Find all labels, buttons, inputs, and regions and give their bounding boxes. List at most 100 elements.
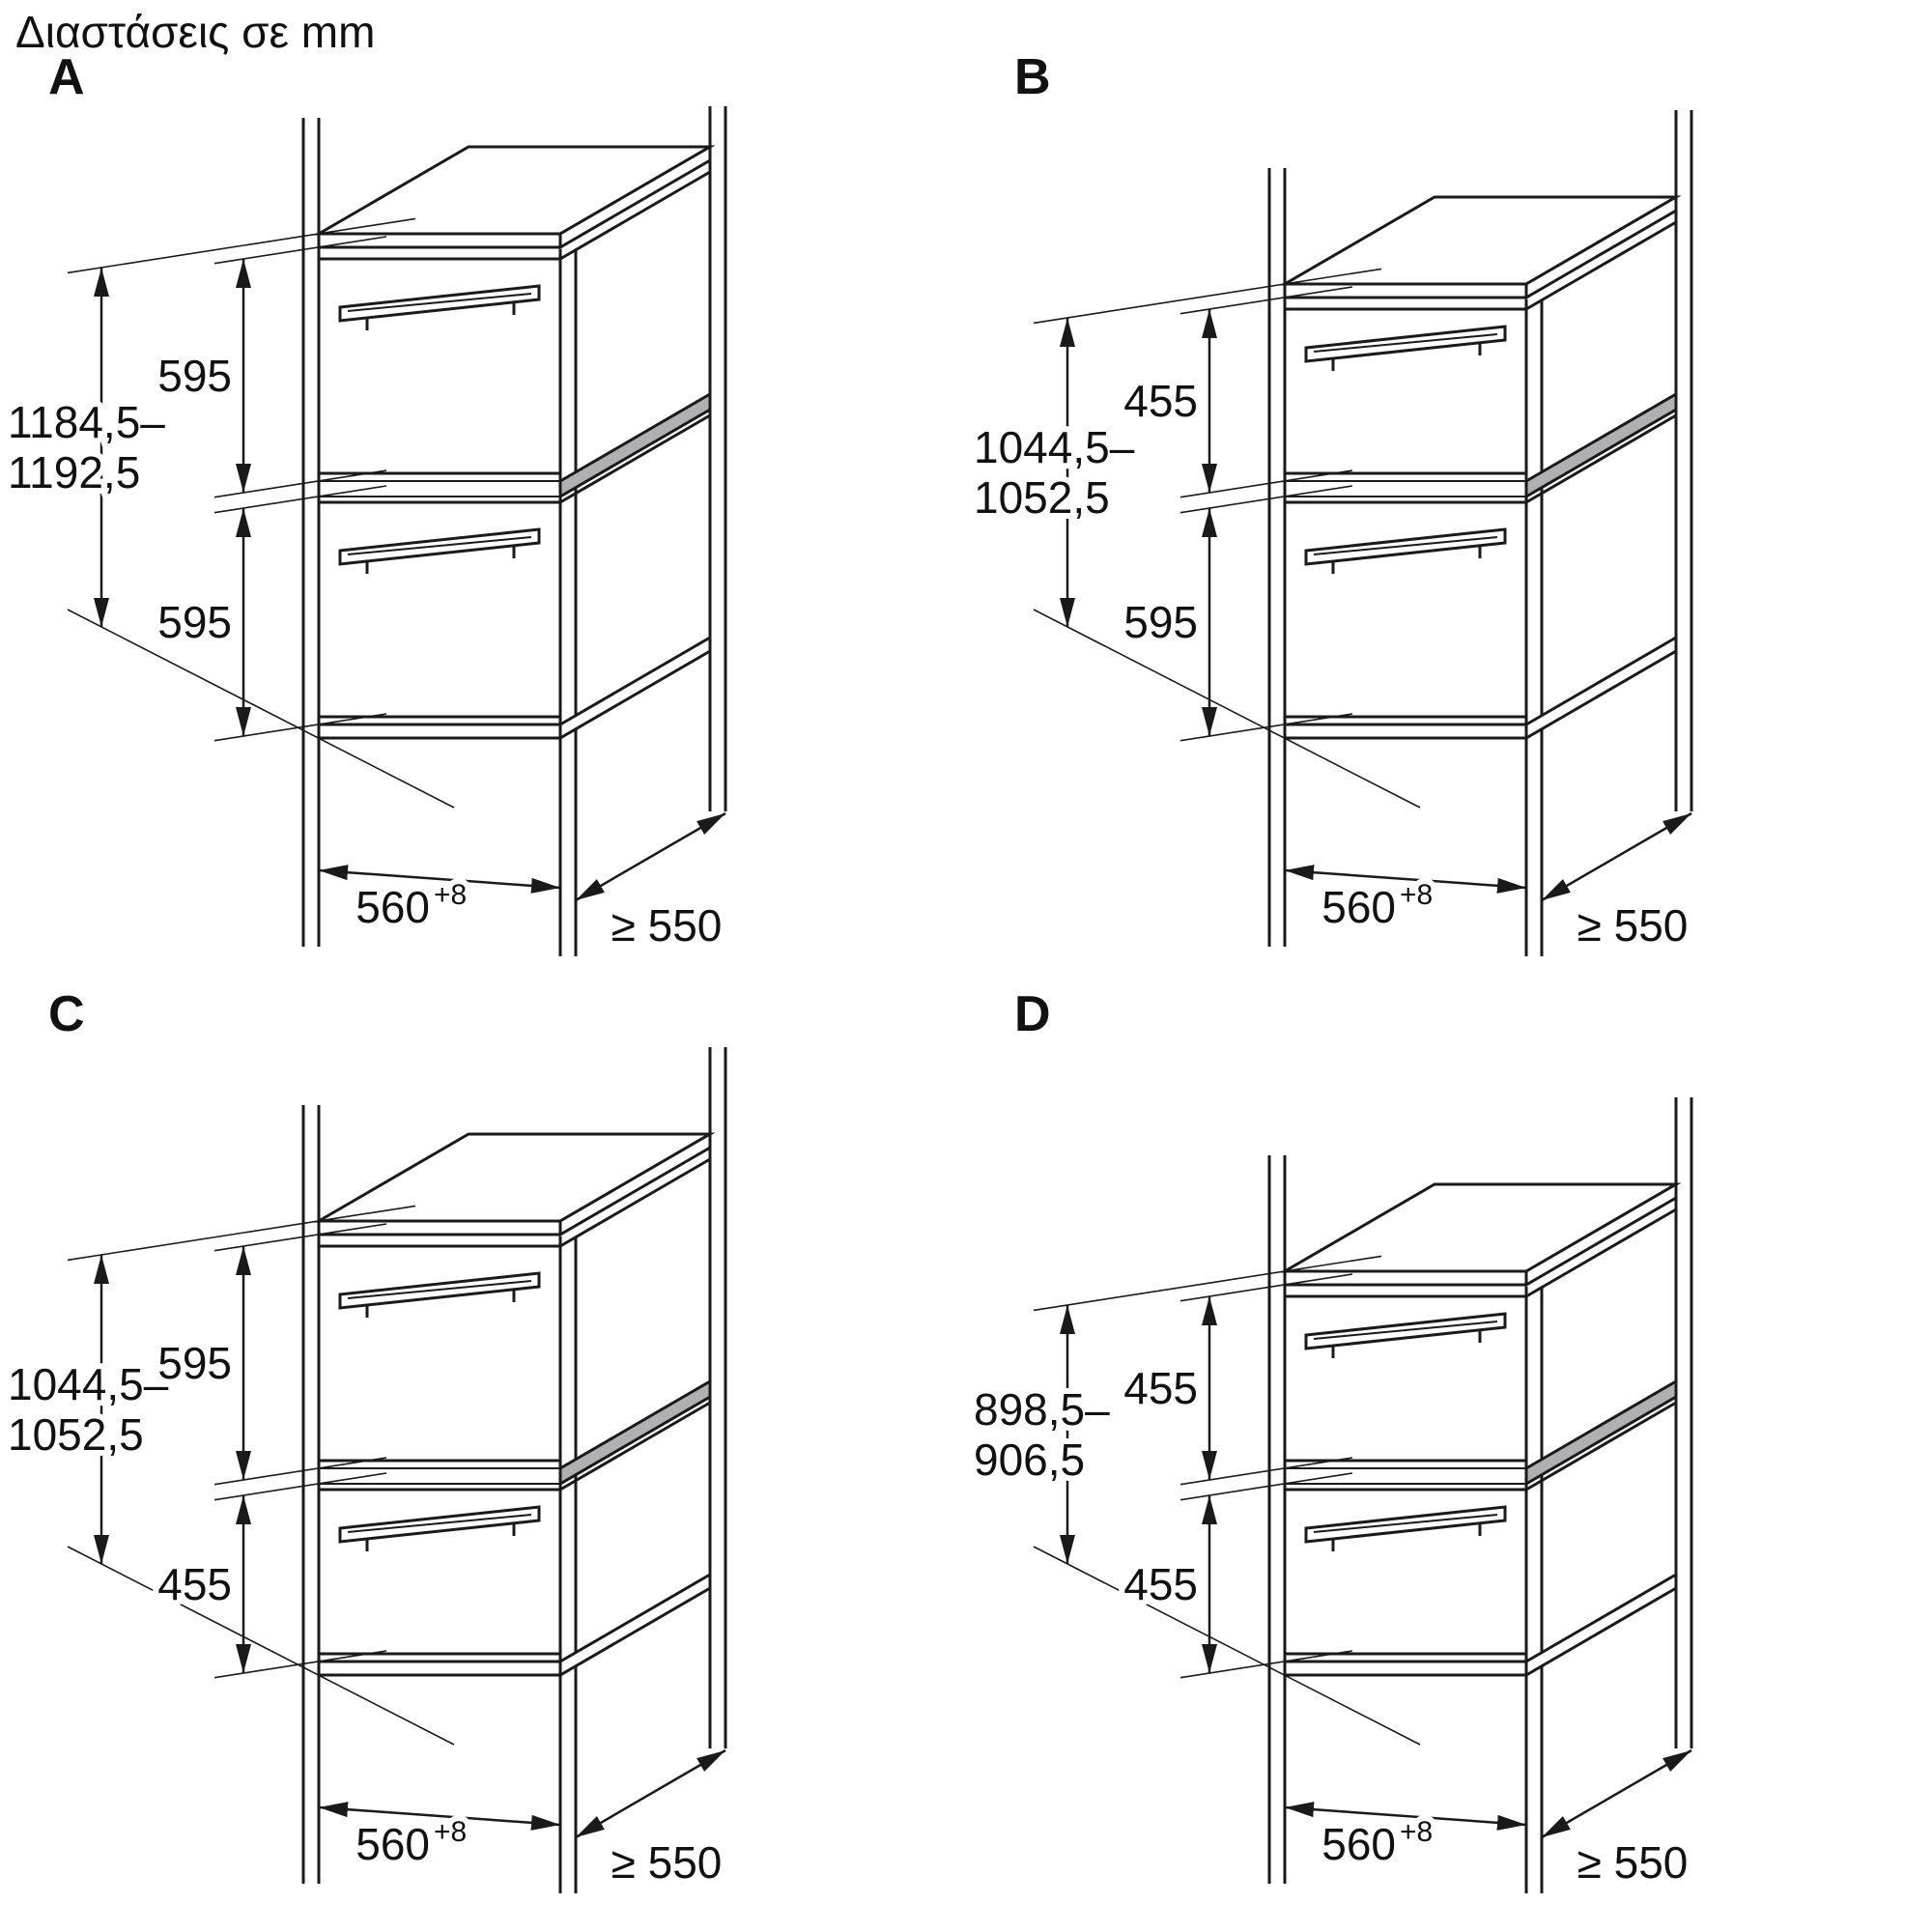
cabinet-drawing (1267, 110, 1693, 956)
panel-a-letter: A (48, 49, 85, 105)
lower-ext-bottom (1179, 1650, 1353, 1679)
dimension-labels: 1044,5–1052,5 595 455 560+8 ≥ 550 (2, 1332, 727, 1893)
min-depth-label: ≥ 550 (1577, 900, 1689, 951)
total-ext-top (1033, 268, 1382, 325)
bottom-panel-side (558, 635, 712, 741)
upper-height-label: 595 (157, 1338, 232, 1388)
lower-height-label: 595 (157, 597, 232, 647)
cabinet-drawing (1267, 1097, 1693, 1893)
bottom-panel-side (558, 1572, 712, 1678)
niche-width-dimension (1284, 1802, 1527, 1831)
total-ext-top (1033, 1255, 1382, 1312)
top-panel-side (1524, 194, 1678, 300)
niche-width-dimension (318, 1802, 561, 1831)
total-ext-bottom (67, 1546, 455, 1746)
upper-oven-handle-inner-line (347, 293, 532, 312)
bottom-panel-side (1524, 635, 1678, 741)
min-depth-label: ≥ 550 (611, 900, 723, 951)
niche-width-tolerance-label: +8 (1400, 1816, 1433, 1848)
bottom-panel-front (317, 1660, 562, 1677)
dimension-labels: 1184,5–1192,5 595 595 560+8 ≥ 550 (2, 345, 727, 956)
niche-width-tolerance-label: +8 (434, 1816, 467, 1848)
cabinet-drawing (301, 1047, 727, 1893)
total-height-label-line1: 898,5– (974, 1384, 1110, 1435)
top-panel-front (317, 1219, 562, 1236)
lower-oven-handle-inner-line (1313, 536, 1498, 555)
installation-diagram-c: 1044,5–1052,5 595 455 560+8 ≥ 550 (2, 1047, 727, 1893)
top-panel-side (1524, 1181, 1678, 1288)
divider-shelf (1524, 391, 1678, 499)
total-ext-bottom (67, 609, 455, 809)
installation-diagram-d: 898,5–906,5 455 455 560+8 ≥ 550 (968, 1097, 1693, 1893)
total-height-label-line2: 1052,5 (974, 472, 1110, 523)
upper-ext-bottom (1179, 469, 1353, 498)
upper-oven-handle-inner-line (1313, 1321, 1498, 1340)
niche-width-dimension (1284, 865, 1527, 894)
lower-ext-bottom (213, 1650, 387, 1679)
divider-shelf (558, 1378, 712, 1487)
min-depth-dimension (1541, 1748, 1692, 1839)
total-height-label-line2: 1192,5 (8, 447, 140, 497)
niche-width-label: 560 (1321, 882, 1396, 932)
installation-diagram-a: 1184,5–1192,5 595 595 560+8 ≥ 550 (2, 106, 727, 956)
total-ext-top (67, 217, 416, 274)
upper-height-label: 595 (157, 351, 232, 401)
lower-oven-side-top-edge (1525, 413, 1677, 504)
lower-height-label: 455 (157, 1559, 232, 1609)
lower-ext-bottom (213, 713, 387, 742)
upper-oven-side-top-edge (559, 170, 711, 261)
lower-oven-side-top-edge (559, 1401, 711, 1492)
upper-oven-side-top-edge (1525, 1208, 1677, 1298)
upper-oven-side-top-edge (1525, 220, 1677, 311)
top-panel-side (558, 144, 712, 250)
dimension-lines (1060, 1296, 1692, 1839)
total-height-label-line1: 1044,5– (8, 1359, 169, 1409)
dimension-labels: 898,5–906,5 455 455 560+8 ≥ 550 (968, 1357, 1693, 1893)
min-depth-label: ≥ 550 (1577, 1837, 1689, 1888)
min-depth-dimension (575, 811, 726, 902)
extension-lines (1033, 268, 1421, 809)
divider-shelf (558, 391, 712, 499)
lower-oven-side-top-edge (1525, 1401, 1677, 1492)
bottom-panel-front (317, 723, 562, 740)
panel-b-letter: B (1014, 49, 1051, 105)
total-height-label-line1: 1184,5– (8, 397, 165, 447)
total-height-label-line2: 906,5 (974, 1435, 1085, 1485)
lower-height-label: 595 (1123, 597, 1198, 647)
total-height-label-line1: 1044,5– (974, 422, 1135, 472)
divider-shelf (1524, 1378, 1678, 1487)
total-ext-bottom (1033, 1546, 1421, 1746)
lower-ext-bottom (1179, 713, 1353, 742)
cabinet-drawing (301, 106, 727, 956)
upper-oven-side-top-edge (559, 1157, 711, 1248)
dimension-lines (94, 259, 726, 902)
upper-height-label: 455 (1123, 1363, 1198, 1413)
lower-oven-handle-inner-line (1313, 1514, 1498, 1533)
niche-width-label: 560 (355, 1819, 430, 1869)
panel-c: C 1044,5–1052,5 595 455 560+8 ≥ 550 (0, 985, 966, 1913)
niche-width-label: 560 (1321, 1819, 1396, 1869)
panel-d-letter: D (1014, 986, 1051, 1042)
bottom-panel-front (1283, 1660, 1528, 1677)
min-depth-dimension (575, 1748, 726, 1839)
min-depth-label: ≥ 550 (611, 1837, 723, 1888)
upper-oven-handle-inner-line (1313, 333, 1498, 353)
total-ext-top (67, 1205, 416, 1262)
upper-ext-bottom (213, 469, 387, 498)
niche-width-tolerance-label: +8 (1400, 879, 1433, 911)
top-panel-front (1283, 1269, 1528, 1287)
niche-width-label: 560 (355, 882, 430, 932)
lower-height-label: 455 (1123, 1559, 1198, 1609)
bottom-panel-side (1524, 1572, 1678, 1678)
niche-width-tolerance-label: +8 (434, 879, 467, 911)
niche-width-dimension (318, 865, 561, 894)
upper-ext-bottom (213, 1457, 387, 1486)
panel-c-letter: C (48, 986, 85, 1042)
upper-oven-handle-inner-line (347, 1280, 532, 1299)
lower-oven-handle-inner-line (347, 1514, 532, 1533)
lower-oven-side-top-edge (559, 413, 711, 504)
total-height-label-line2: 1052,5 (8, 1409, 144, 1460)
